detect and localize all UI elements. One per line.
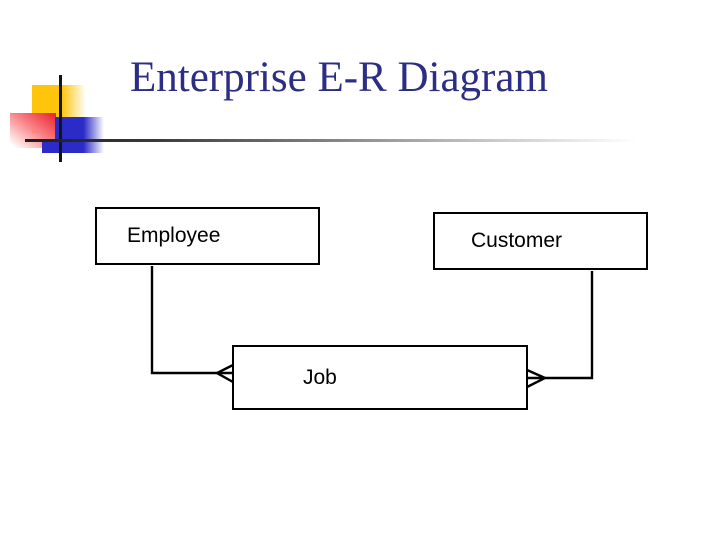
- entity-employee-label: Employee: [127, 224, 221, 247]
- entity-job: Job: [232, 345, 528, 410]
- crow-foot-icon-customer-job: [526, 368, 548, 389]
- connector-customer-job: [528, 271, 594, 380]
- entity-customer-label: Customer: [471, 229, 563, 252]
- decor-vertical-line: [59, 75, 62, 162]
- entity-employee: Employee: [95, 207, 320, 265]
- slide-title: Enterprise E-R Diagram: [130, 54, 548, 101]
- entity-customer: Customer: [433, 212, 648, 270]
- connector-employee-job: [150, 266, 232, 375]
- crow-foot-icon-employee-job: [214, 363, 234, 384]
- entity-job-label: Job: [303, 365, 337, 389]
- decor-blue-square: [55, 117, 104, 153]
- decor-blue-square-small: [42, 140, 57, 153]
- title-divider-rule: [25, 139, 670, 142]
